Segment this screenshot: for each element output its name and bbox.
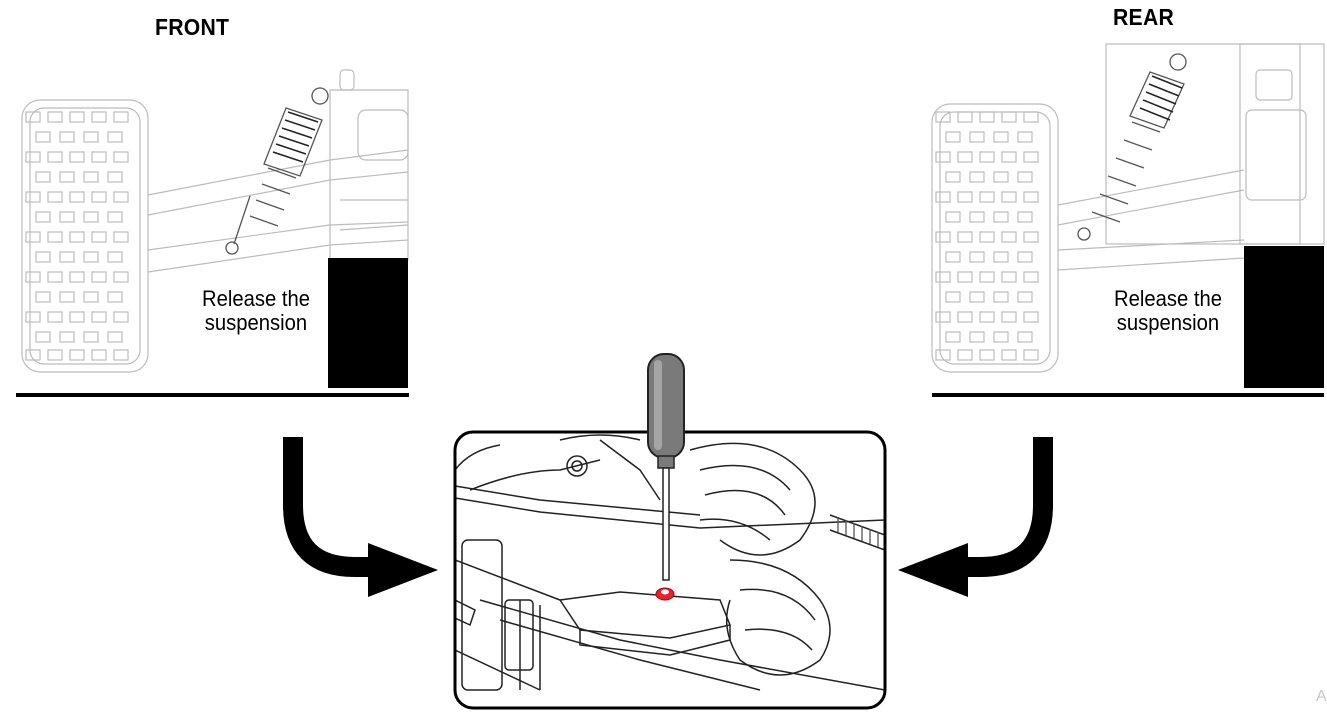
screw-highlight-icon xyxy=(655,587,675,601)
front-heading: FRONT xyxy=(155,14,230,40)
rear-stand-block xyxy=(1244,246,1324,388)
front-caption: Release the suspension xyxy=(192,287,321,335)
rear-caption: Release the suspension xyxy=(1104,287,1233,335)
corner-mark: A xyxy=(1316,688,1327,705)
front-shock-absorber xyxy=(225,87,329,255)
rear-chassis xyxy=(1057,43,1325,271)
front-caption-line-2: suspension xyxy=(204,310,308,335)
rear-shock-absorber xyxy=(1077,53,1187,241)
front-tire xyxy=(21,99,149,373)
detail-chassis-drawing xyxy=(455,434,885,691)
rear-caption-line-2: suspension xyxy=(1116,310,1220,335)
rear-tire xyxy=(931,103,1059,373)
hex-driver-icon xyxy=(647,353,685,581)
front-stand-block xyxy=(328,258,408,388)
rear-heading: REAR xyxy=(1113,4,1175,30)
front-caption-line-1: Release the xyxy=(201,286,311,311)
rear-caption-line-1: Release the xyxy=(1113,286,1223,311)
